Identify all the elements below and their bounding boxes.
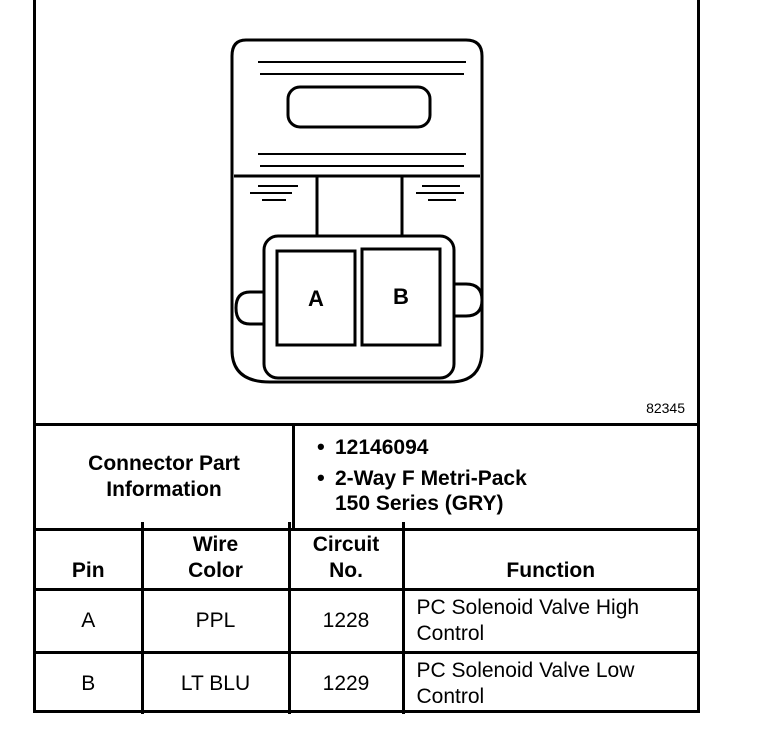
table-row: A PPL 1228 PC Solenoid Valve High Contro… [36, 588, 697, 654]
part-info-bullet: •12146094 [317, 434, 429, 459]
connector-diagram: A B 82345 [36, 0, 697, 423]
cell-function: PC Solenoid Valve Low Control [401, 651, 697, 714]
part-info-heading-text: Connector Part Information [88, 452, 240, 501]
part-info-bullet: •2-Way F Metri-Pack 150 Series (GRY) [317, 465, 527, 515]
figure-number: 82345 [646, 400, 685, 416]
header-wire-color: Wire Color [140, 522, 291, 591]
connector-series: 2-Way F Metri-Pack 150 Series (GRY) [335, 467, 527, 515]
pinout-header-row: Pin Wire Color Circuit No. Function [36, 522, 697, 591]
cavity-label-a: A [308, 286, 324, 311]
connector-body [230, 38, 484, 384]
cavity-label-b: B [393, 284, 409, 309]
cell-circuit: 1229 [287, 651, 405, 714]
part-info-heading: Connector Part Information [36, 423, 295, 531]
part-info-list: •12146094 •2-Way F Metri-Pack 150 Series… [293, 423, 697, 531]
cell-wire-color: LT BLU [140, 651, 291, 714]
cell-function-text: PC Solenoid Valve Low Control [416, 659, 635, 708]
header-pin: Pin [36, 522, 144, 591]
cell-function: PC Solenoid Valve High Control [401, 588, 697, 654]
pinout-table: Pin Wire Color Circuit No. Function A PP… [36, 522, 697, 714]
connector-part-info: Connector Part Information •12146094 •2-… [36, 423, 697, 531]
cavity-housing [262, 234, 456, 380]
lock-window [286, 85, 432, 129]
connector-drawing: A B [230, 38, 484, 384]
side-tab [454, 282, 484, 318]
cell-circuit: 1228 [287, 588, 405, 654]
cell-function-text: PC Solenoid Valve High Control [416, 596, 640, 645]
header-wire-color-text: Wire Color [188, 533, 243, 582]
cell-pin: B [36, 651, 144, 714]
table-row: B LT BLU 1229 PC Solenoid Valve Low Cont… [36, 651, 697, 714]
header-circuit-no-text: Circuit No. [312, 533, 380, 582]
header-circuit-no: Circuit No. [287, 522, 405, 591]
header-function: Function [401, 522, 697, 591]
cavity-a [275, 249, 357, 347]
part-number: 12146094 [335, 436, 429, 459]
cell-pin: A [36, 588, 144, 654]
cell-wire-color: PPL [140, 588, 291, 654]
side-tab [234, 290, 264, 326]
connector-sheet: A B 82345 Connector Part Information •12… [33, 0, 700, 714]
cavity-b [360, 247, 442, 347]
